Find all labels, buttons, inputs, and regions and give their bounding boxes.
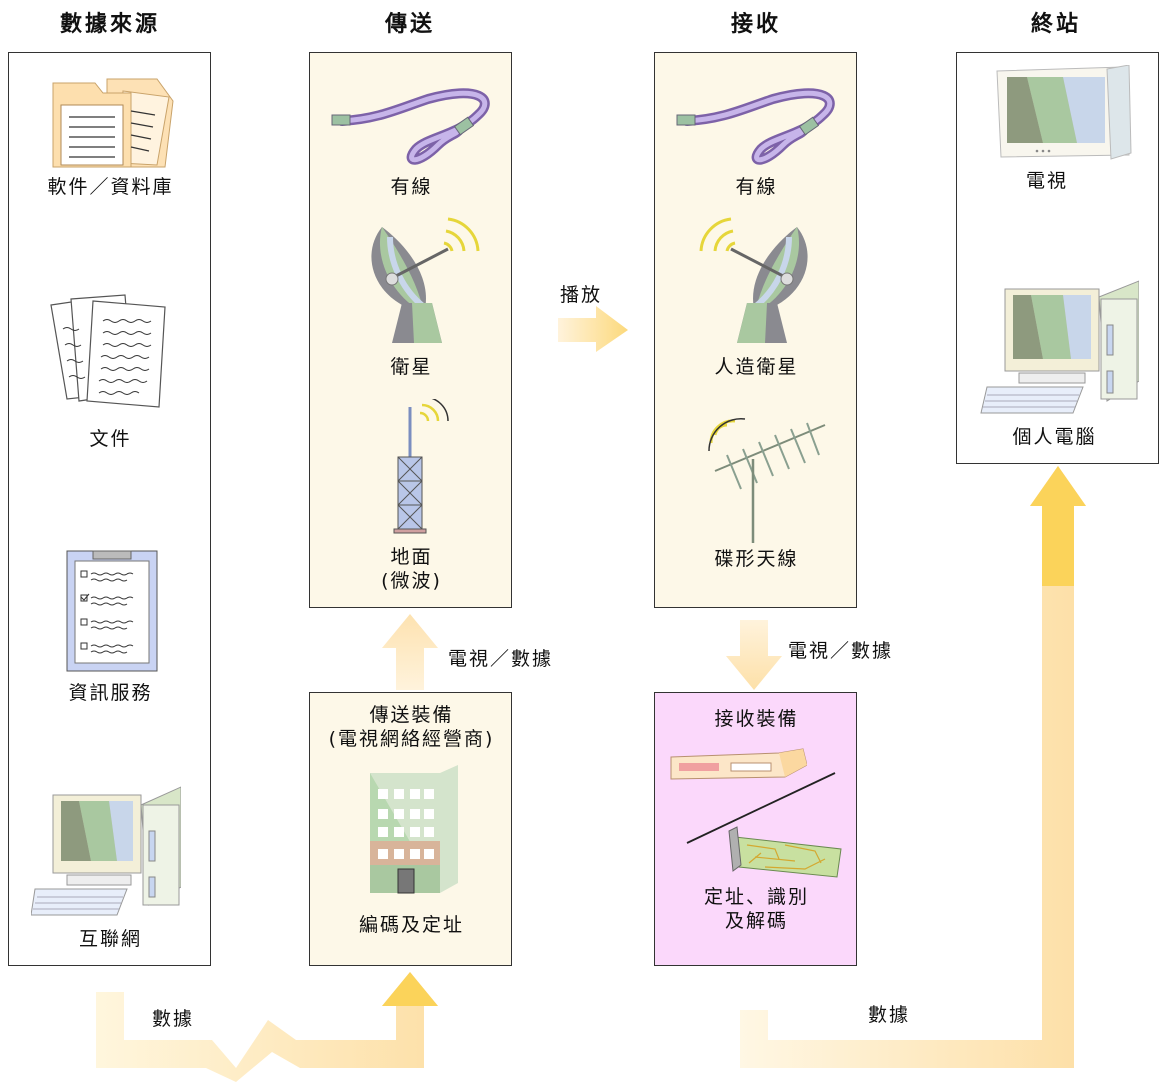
decode-label-1: 定址、識別 [703, 886, 809, 908]
divider-slash [686, 772, 836, 844]
pc-label: 個人電腦 [1012, 426, 1097, 448]
transmit-equipment-title: 傳送裝備 [369, 704, 454, 726]
tv-data-up-label: 電視／數據 [448, 648, 554, 670]
encoding-addressing-label: 編碼及定址 [358, 914, 464, 936]
cable-icon [331, 88, 490, 165]
transmit-cable-label: 有線 [390, 176, 433, 198]
transmit-panel: 有線 衛星 地面 (微波) [309, 52, 512, 608]
tv-data-up-arrow [382, 614, 438, 690]
transmit-satellite-label: 衛星 [390, 356, 433, 378]
clipboard-icon [66, 550, 158, 672]
microwave-tower-icon [393, 399, 449, 534]
circuit-card-icon [728, 826, 842, 878]
receive-satellite-label: 人造衛星 [714, 356, 799, 378]
tv-label: 電視 [1025, 170, 1068, 192]
data-sources-panel: 軟件／資料庫 文件 [8, 52, 211, 966]
folders-icon [52, 78, 174, 168]
tv-icon [996, 65, 1132, 160]
satellite-dish-icon [371, 217, 480, 343]
tv-data-down-arrow [726, 620, 782, 690]
receive-equipment-panel: 接收裝備 定址、識別 及解碼 [654, 692, 857, 966]
computer-icon [31, 786, 181, 916]
transmit-terrestrial-label: 地面 [390, 546, 433, 568]
receive-cable-label: 有線 [735, 176, 778, 198]
set-top-box-icon [670, 748, 807, 780]
cable-icon [676, 88, 835, 165]
receive-panel: 有線 人造衛星 碟形天線 [654, 52, 857, 608]
header-data-sources: 數據來源 [59, 12, 160, 37]
tv-data-down-label: 電視／數據 [788, 640, 894, 662]
dish-antenna-label: 碟形天線 [714, 548, 799, 570]
antenna-icon [708, 418, 826, 543]
network-operator-label: (電視網絡經營商) [328, 728, 495, 750]
header-transmit: 傳送 [384, 12, 435, 37]
header-receive: 接收 [730, 12, 781, 37]
terminal-panel: 電視 個人電腦 [956, 52, 1159, 464]
internet-label: 互聯網 [78, 928, 142, 950]
data-arrow-left [96, 972, 438, 1082]
data-left-label: 數據 [152, 1008, 195, 1030]
decode-label-2: 及解碼 [724, 910, 788, 932]
software-database-label: 軟件／資料庫 [47, 176, 174, 198]
broadcast-label: 播放 [560, 284, 603, 306]
receive-equipment-title: 接收裝備 [714, 708, 799, 730]
computer-icon [980, 280, 1139, 414]
info-service-label: 資訊服務 [68, 682, 153, 704]
transmit-equipment-panel: 傳送裝備 (電視網絡經營商) 編碼及定址 [309, 692, 512, 966]
broadcast-arrow [558, 306, 628, 352]
data-right-label: 數據 [868, 1004, 911, 1026]
documents-icon [50, 294, 166, 408]
header-terminal: 終站 [1030, 12, 1081, 37]
building-icon [370, 765, 458, 894]
satellite-dish-icon [699, 217, 808, 343]
transmit-microwave-label: (微波) [381, 570, 442, 592]
documents-label: 文件 [89, 428, 132, 450]
